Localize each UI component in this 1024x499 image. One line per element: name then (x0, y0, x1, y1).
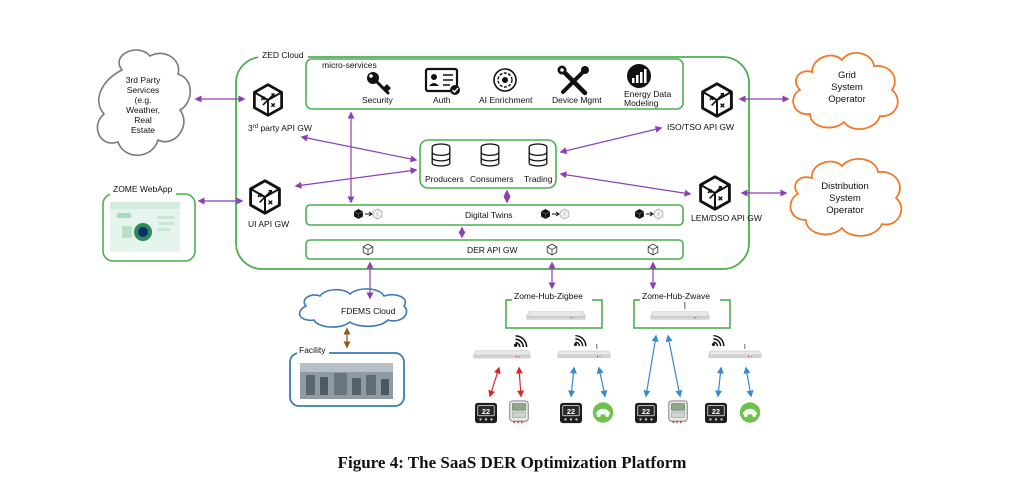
microservice-auth-label: Auth (433, 95, 451, 105)
third-party-services-line4: Weather, (126, 105, 160, 115)
site1-hub (473, 350, 531, 359)
fdems-cloud (298, 288, 408, 328)
zigbee-hub-label: Zome-Hub-Zigbee (514, 291, 583, 301)
der-cube-icon-2 (546, 243, 558, 256)
producers-db-icon (431, 143, 451, 167)
third-party-cloud (96, 49, 192, 156)
lem-dso-gw-label: LEM/DSO API GW (691, 213, 762, 223)
key-icon (367, 72, 391, 95)
site4-wifi-icon (711, 334, 725, 347)
micro-services-title: micro-services (322, 60, 377, 70)
id-card-icon (424, 67, 460, 95)
third-party-services-line6: Estate (131, 125, 155, 135)
der-cube-icon-3 (647, 243, 659, 256)
der-cube-icon-1 (362, 243, 374, 256)
micro-services-box (305, 58, 684, 110)
database-box (419, 139, 557, 189)
site2-wifi-icon (573, 334, 587, 347)
microservice-device-mgmt-label: Device Mgmt (552, 95, 602, 105)
meter-icon-1 (509, 400, 529, 424)
grid-operator-line1: Grid (838, 70, 856, 81)
ev-icon-2 (739, 402, 761, 423)
digital-twins-label: Digital Twins (465, 210, 513, 220)
trading-db-icon (528, 143, 548, 167)
tools-icon (557, 65, 589, 96)
db-consumers-label: Consumers (470, 174, 513, 184)
distribution-operator-cloud (789, 158, 903, 237)
grid-operator-cloud (792, 52, 899, 130)
third-party-services-line1: 3rd Party (126, 75, 161, 85)
site1-wifi-icon (513, 335, 528, 348)
twin-icon-2 (540, 208, 570, 220)
site4-hub (708, 350, 762, 359)
twin-icon-3 (634, 208, 664, 220)
db-producers-label: Producers (425, 174, 464, 184)
consumers-db-icon (480, 143, 500, 167)
gear-icon (493, 68, 517, 92)
ev-icon-1 (592, 402, 614, 423)
third-party-gw-icon (253, 83, 283, 117)
grid-operator-line2: System (831, 82, 863, 93)
thermostat-icon-3 (634, 402, 658, 424)
thermostat-icon-1 (474, 402, 498, 424)
der-api-gw-label: DER API GW (467, 245, 518, 255)
webapp-screenshot (110, 202, 180, 252)
digital-twins-bar (305, 204, 684, 226)
zed-cloud-container (235, 56, 750, 270)
connector-arrows (194, 95, 790, 300)
iso-tso-gw-icon (701, 82, 733, 118)
ui-gw-icon (249, 179, 281, 215)
zigbee-hub-device (526, 311, 586, 320)
facility-title: Facility (299, 345, 326, 355)
site1-arrows (488, 366, 525, 398)
facility-photo (300, 363, 393, 399)
microservice-modeling-label: Modeling (624, 98, 659, 108)
microservice-security-label: Security (362, 95, 393, 105)
db-trading-label: Trading (524, 174, 553, 184)
bar-chart-icon (627, 64, 651, 88)
distribution-operator-line3: Operator (826, 205, 864, 216)
microservice-ai-enrichment-label: AI Enrichment (479, 95, 533, 105)
zwave-hub-label: Zome-Hub-Zwave (642, 291, 710, 301)
distribution-operator-line2: System (829, 193, 861, 204)
site2-hub (557, 350, 611, 359)
grid-operator-line3: Operator (828, 94, 866, 105)
third-party-gw-label: 3rd party API GW (248, 123, 312, 133)
site-blue-arrows (568, 334, 754, 398)
zed-cloud-title: ZED Cloud (262, 50, 304, 60)
iso-tso-gw-label: ISO/TSO API GW (667, 122, 734, 132)
third-party-services-line3: (e.g. (134, 95, 151, 105)
der-api-gw-bar (305, 239, 684, 260)
ui-gw-label: UI API GW (248, 219, 289, 229)
distribution-operator-line1: Distribution (821, 181, 869, 192)
twin-icon-1 (353, 208, 383, 220)
fdems-cloud-label: FDEMS Cloud (341, 306, 396, 316)
meter-icon-2 (668, 400, 688, 424)
facility-box (289, 352, 405, 407)
thermostat-icon-2 (559, 402, 583, 424)
zwave-hub-device (650, 311, 710, 320)
webapp-title: ZOME WebApp (113, 184, 173, 194)
figure-caption: Figure 4: The SaaS DER Optimization Plat… (337, 453, 687, 472)
third-party-services-line2: Services (127, 85, 160, 95)
third-party-services-line5: Real (134, 115, 152, 125)
lem-dso-gw-icon (699, 175, 731, 211)
thermostat-icon-4 (704, 402, 728, 424)
microservice-energy-data-label: Energy Data (624, 89, 672, 99)
